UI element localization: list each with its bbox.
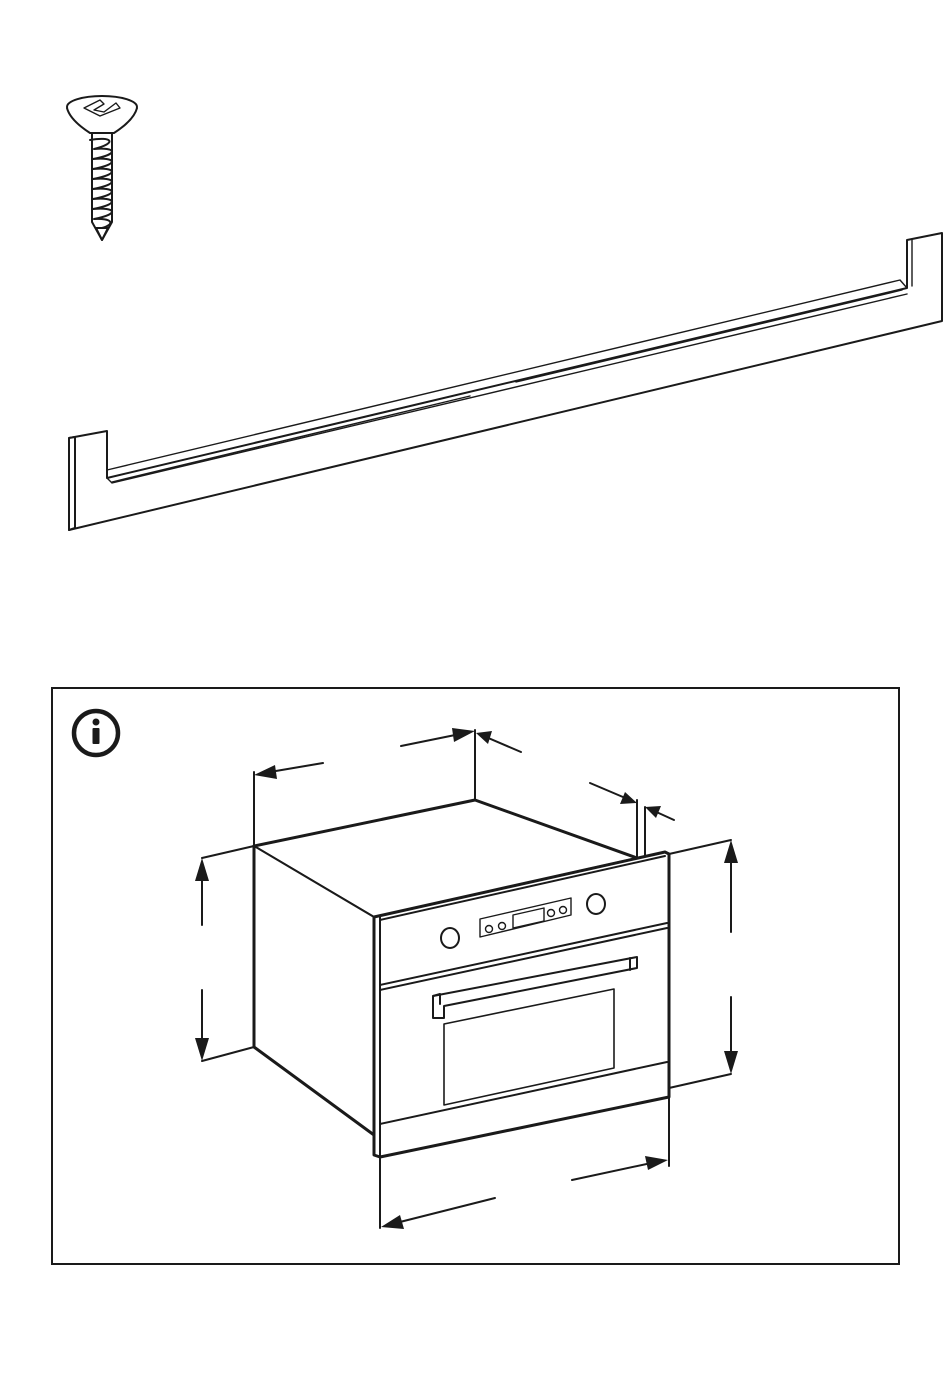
right-knob-icon xyxy=(587,894,605,914)
left-knob-icon xyxy=(441,928,459,948)
